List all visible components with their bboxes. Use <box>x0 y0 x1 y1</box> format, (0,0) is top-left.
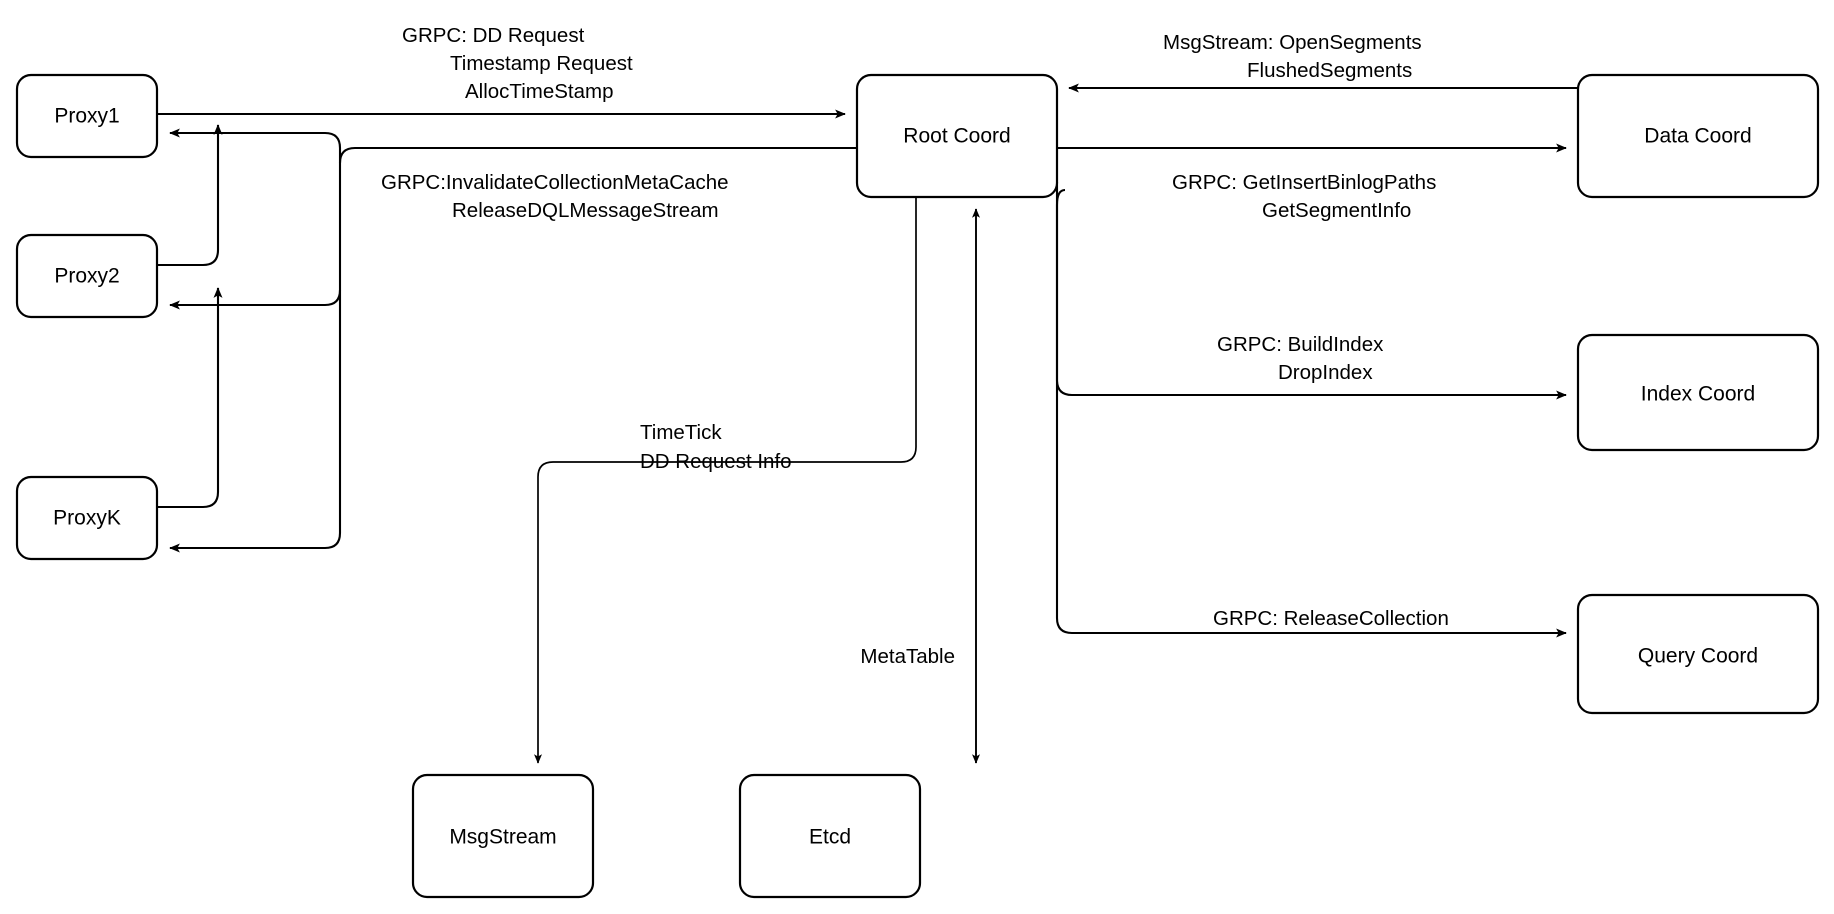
node-datacoord-box[interactable] <box>1576 73 1820 199</box>
node-proxyk-box[interactable] <box>15 475 159 561</box>
node-proxy2-label: Proxy2 <box>54 265 119 288</box>
edge-label-datacoord-to-rootcoord: MsgStream: OpenSegments FlushedSegments <box>1163 31 1427 82</box>
node-msgstream-box[interactable] <box>411 773 595 899</box>
node-querycoord-label: Query Coord <box>1638 645 1758 668</box>
edge-label-rootcoord-to-indexcoord: GRPC: BuildIndex DropIndex <box>1217 333 1389 384</box>
edge-rootcoord-to-msgstream-line <box>534 197 917 764</box>
node-proxyk[interactable]: ProxyK <box>15 475 159 561</box>
edge-rootcoord-to-querycoord-line <box>1055 188 1567 638</box>
edge-label-rootcoord-to-etcd: MetaTable <box>860 645 955 668</box>
node-msgstream[interactable]: MsgStream <box>411 773 595 899</box>
node-rootcoord[interactable]: Root Coord <box>855 73 1059 199</box>
node-msgstream-label: MsgStream <box>449 826 556 849</box>
edge-label-rootcoord-to-proxies: GRPC:InvalidateCollectionMetaCache Relea… <box>381 171 734 222</box>
edge-rootcoord-to-msgstream: TimeTick DD Request Info <box>534 197 917 764</box>
edge-proxy-to-rootcoord: GRPC: DD Request Timestamp Request Alloc… <box>157 24 846 509</box>
edge-label-rootcoord-to-datacoord: GRPC: GetInsertBinlogPaths GetSegmentInf… <box>1172 171 1442 222</box>
node-proxy1[interactable]: Proxy1 <box>15 73 159 159</box>
node-rootcoord-box[interactable] <box>855 73 1059 199</box>
node-proxy1-box[interactable] <box>15 73 159 159</box>
node-etcd-label: Etcd <box>809 826 851 849</box>
edge-rootcoord-to-datacoord: GRPC: GetInsertBinlogPaths GetSegmentInf… <box>1057 143 1567 222</box>
edge-rootcoord-to-proxy2-line <box>169 289 342 310</box>
node-proxyk-label: ProxyK <box>53 507 121 530</box>
edge-rootcoord-to-etcd: MetaTable <box>860 208 980 764</box>
node-proxy1-label: Proxy1 <box>54 105 119 128</box>
edge-rootcoord-to-proxyk-line <box>169 146 857 553</box>
node-etcd-box[interactable] <box>738 773 922 899</box>
node-datacoord[interactable]: Data Coord <box>1576 73 1820 199</box>
node-etcd[interactable]: Etcd <box>738 773 922 899</box>
node-querycoord-box[interactable] <box>1576 593 1820 715</box>
edge-proxy2-riser <box>157 124 223 267</box>
node-proxy2[interactable]: Proxy2 <box>15 233 159 319</box>
edge-label-proxy-to-rootcoord: GRPC: DD Request Timestamp Request Alloc… <box>402 24 638 103</box>
edge-proxyk-riser <box>157 287 223 509</box>
edge-rootcoord-to-proxy1-line <box>169 128 342 163</box>
edge-label-rootcoord-to-querycoord: GRPC: ReleaseCollection <box>1213 607 1449 630</box>
node-indexcoord-label: Index Coord <box>1641 383 1755 406</box>
node-proxy2-box[interactable] <box>15 233 159 319</box>
node-datacoord-label: Data Coord <box>1644 125 1751 148</box>
edge-rootcoord-to-proxies: GRPC:InvalidateCollectionMetaCache Relea… <box>169 128 857 553</box>
edge-label-rootcoord-to-msgstream: TimeTick DD Request Info <box>640 421 792 473</box>
edge-rootcoord-to-querycoord: GRPC: ReleaseCollection <box>1055 188 1567 638</box>
node-indexcoord[interactable]: Index Coord <box>1576 333 1820 452</box>
node-querycoord[interactable]: Query Coord <box>1576 593 1820 715</box>
node-rootcoord-label: Root Coord <box>903 125 1010 148</box>
edge-datacoord-to-rootcoord: MsgStream: OpenSegments FlushedSegments <box>1068 31 1578 93</box>
node-indexcoord-box[interactable] <box>1576 333 1820 452</box>
